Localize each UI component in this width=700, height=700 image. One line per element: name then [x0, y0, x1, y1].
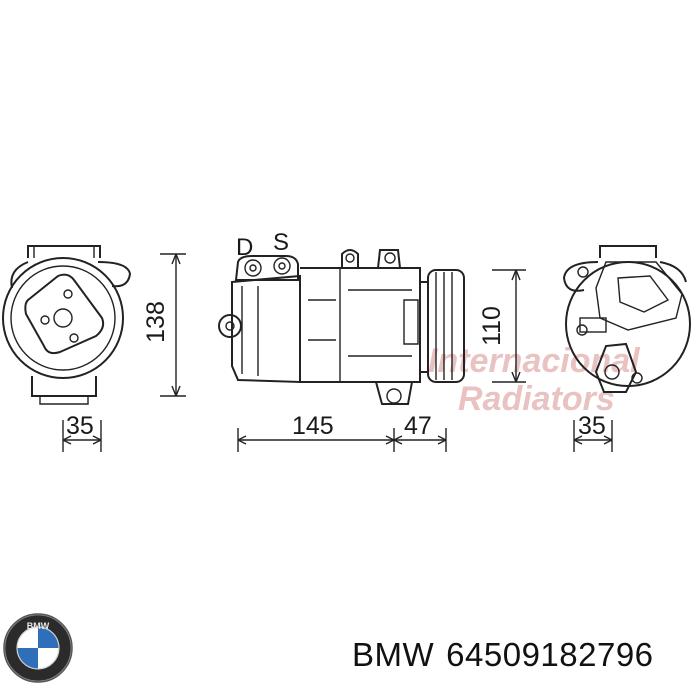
- port-d-label: D: [236, 234, 253, 261]
- bmw-logo: BMW: [3, 613, 73, 683]
- watermark-line1: Internacional: [428, 342, 641, 380]
- watermark-line2: Radiators: [458, 380, 615, 418]
- caption-part-number: 64509182796: [446, 636, 654, 673]
- dim-front-height: 138: [142, 301, 170, 343]
- side-dims: 145 47 110: [237, 269, 526, 452]
- port-s-label: S: [273, 229, 289, 256]
- front-view: [2, 245, 132, 405]
- front-dims: 35 138: [62, 253, 186, 452]
- side-view: D S: [218, 229, 465, 405]
- bmw-logo-text: BMW: [27, 621, 50, 631]
- part-caption: BMW 64509182796: [352, 636, 666, 674]
- dim-side-pulley: 47: [404, 412, 432, 440]
- dim-side-height: 110: [478, 306, 506, 346]
- rear-view: [562, 245, 691, 393]
- dim-rear-width: 35: [578, 412, 606, 440]
- dim-side-body: 145: [292, 412, 334, 440]
- caption-brand: BMW: [352, 636, 435, 673]
- rear-dims: 35: [573, 412, 613, 452]
- dim-front-width: 35: [66, 412, 94, 440]
